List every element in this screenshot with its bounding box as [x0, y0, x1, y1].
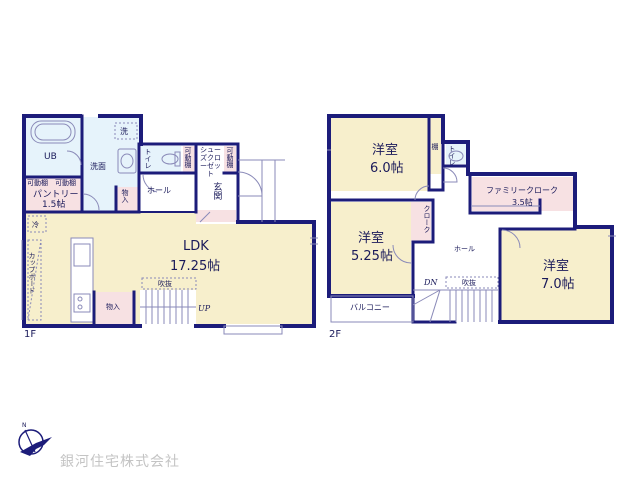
shoe-closet-label: シューズクローゼット	[200, 146, 221, 179]
washroom-label: 洗面	[90, 162, 106, 171]
shelf-left-label: 可動棚	[184, 147, 193, 168]
west-room-size-label: 6.0帖	[370, 161, 404, 176]
floor1-fixtures	[21, 120, 318, 335]
pantry-shelf-1-label: 可動棚	[27, 179, 48, 187]
closet-2f-label: クローク	[423, 205, 432, 233]
floor2-fixtures	[327, 149, 616, 323]
storage-small-label: 物入	[121, 189, 130, 203]
ldk-name-label: LDK	[183, 239, 209, 254]
family-closet-name-label: ファミリークローク	[486, 186, 558, 195]
storage-kitchen-label: 物入	[106, 303, 120, 311]
stairs-up-label: UP	[198, 304, 211, 313]
east-room-name-label: 洋室	[543, 259, 570, 274]
hall-label: ホール	[147, 186, 171, 195]
void-2f-label: 吹抜	[462, 279, 476, 287]
stairs-1f	[140, 290, 196, 324]
stairs-2f	[412, 289, 498, 323]
void-1f-label: 吹抜	[158, 280, 172, 288]
family-closet-size-label: 3.5帖	[512, 198, 533, 207]
hall-2f-label: ホール	[454, 245, 475, 253]
toilet-label: トイレ	[144, 148, 153, 169]
entrance-label: 玄関	[211, 182, 222, 200]
mid-room-name-label: 洋室	[358, 231, 385, 246]
floor1-fills	[26, 117, 312, 324]
fridge-label: 冷	[32, 221, 39, 229]
pantry-name-label: パントリー	[33, 190, 79, 200]
floor1-tag: 1F	[24, 329, 37, 340]
stairs-down-label: DN	[424, 278, 438, 287]
west-room-name-label: 洋室	[372, 143, 399, 158]
shelf-right-label: 可動棚	[226, 147, 235, 168]
toilet-2f-label: トイレ	[448, 145, 457, 166]
wash-label: 洗	[120, 127, 128, 136]
balcony-label: バルコニー	[350, 303, 390, 312]
company-name: 銀河住宅株式会社	[60, 454, 180, 470]
pantry-shelf-2-label: 可動棚	[55, 179, 76, 187]
mid-room-size-label: 5.25帖	[351, 249, 393, 264]
ldk-size-label: 17.25帖	[170, 259, 221, 274]
pantry-size-label: 1.5帖	[42, 200, 66, 210]
east-room-size-label: 7.0帖	[541, 277, 575, 292]
cupboard-label: カップボード	[28, 252, 37, 294]
compass-north-label: N	[22, 422, 27, 429]
shelf-2f-label: 棚	[431, 143, 440, 150]
floor2-tag: 2F	[329, 329, 342, 340]
ub-label: UB	[44, 152, 57, 162]
compass-icon	[18, 429, 52, 456]
